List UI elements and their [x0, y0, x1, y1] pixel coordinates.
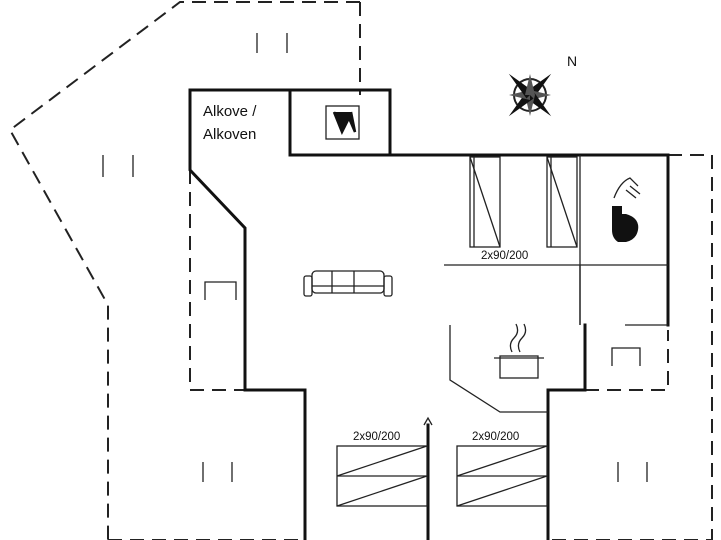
compass-north-label: N [567, 53, 577, 69]
wardrobe-left [469, 156, 501, 248]
wall-bottom-right [546, 323, 587, 540]
bed-label-bottom-left: 2x90/200 [353, 431, 400, 443]
cooking-pot-icon [494, 323, 544, 379]
wall-main-top [388, 153, 670, 327]
deck-marker-top [256, 33, 288, 53]
walls [188, 88, 670, 540]
shower-icon [613, 177, 641, 199]
stove-icon [325, 105, 360, 140]
terrace-right [668, 154, 713, 540]
deck-marker-left [102, 155, 134, 177]
terrace-inner-right [585, 330, 669, 391]
compass-point [525, 74, 535, 95]
terrace-inner-left [189, 170, 245, 391]
bed-label-bottom-right: 2x90/200 [472, 431, 519, 443]
bed-bottom-right [456, 445, 548, 507]
stove-frame [325, 105, 360, 140]
bed-label-top: 2x90/200 [481, 250, 528, 262]
terrace-top-left [8, 0, 361, 540]
room-label-alcove-line2: Alkoven [203, 126, 256, 143]
toilet-icon [612, 206, 639, 242]
deck-markers [102, 33, 648, 482]
wardrobes [469, 156, 578, 248]
wall-alcove [188, 88, 392, 392]
partition-kitchen [449, 325, 548, 413]
interior-walls [444, 155, 668, 413]
deck-marker-bottom-left [202, 462, 233, 482]
terraces [8, 0, 713, 540]
room-label-alcove-line1: Alkove / [203, 103, 257, 120]
wall-bottom-left [243, 388, 307, 540]
chair-left-icon [204, 281, 237, 300]
deck-marker-bottom-right [617, 462, 648, 482]
compass-icon: N [508, 53, 577, 117]
stove-flame [332, 111, 357, 136]
chair-right-icon [611, 347, 641, 366]
wardrobe-right [546, 156, 578, 248]
sofa-icon [303, 270, 393, 297]
bed-bottom-left [336, 416, 433, 507]
